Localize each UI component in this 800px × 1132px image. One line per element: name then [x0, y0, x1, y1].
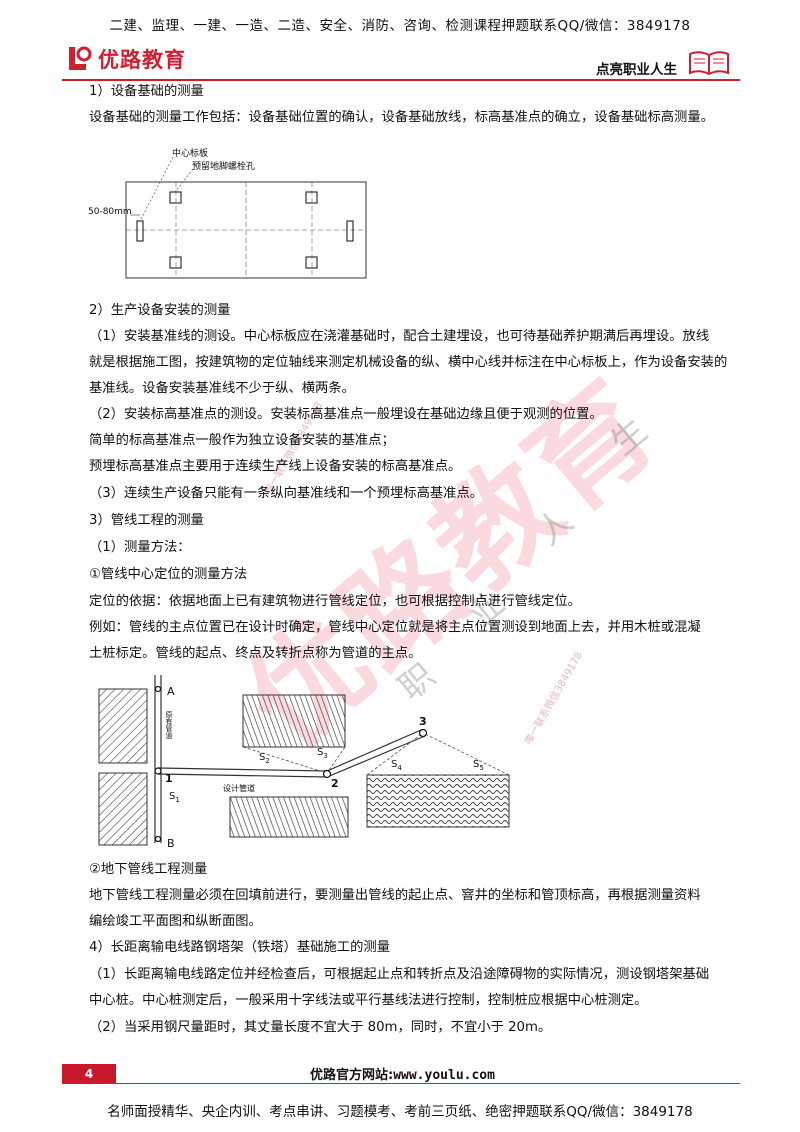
paragraph: 土桩标定。管线的起点、终点及转折点称为管道的主点。: [89, 646, 422, 661]
book-icon: [689, 51, 729, 76]
label-dimension: 50-80mm: [88, 207, 132, 217]
top-banner: 二建、监理、一建、一造、二造、安全、消防、咨询、检测课程押题联系QQ/微信：38…: [109, 18, 691, 34]
main-point: [322, 769, 332, 779]
page-number: 4: [62, 1064, 116, 1084]
building: [98, 772, 148, 846]
section-heading: 1）设备基础的测量: [89, 84, 204, 99]
bottom-banner: 名师面授精华、央企内训、考点串讲、习题模考、考前三页纸、绝密押题联系QQ/微信：…: [107, 1104, 693, 1120]
site-url-link[interactable]: www.youlu.com: [393, 1068, 495, 1083]
point-a-marker: [154, 685, 162, 693]
site-info: 优路官方网站:www.youlu.com: [310, 1064, 495, 1083]
paragraph: 例如：管线的主点位置已在设计时确定，管线中心定位就是将主点位置测设到地面上去，并…: [89, 620, 701, 635]
section-heading: 2）生产设备安装的测量: [89, 303, 231, 318]
logo-mark-icon: [69, 46, 92, 70]
paragraph: 中心桩。中心桩测定后，一般采用十字线法或平行基线法进行控制，控制桩应根据中心桩测…: [89, 993, 648, 1008]
logo-text: 优路教育: [98, 48, 186, 72]
paragraph: 基准线。设备安装基准线不少于纵、横两条。: [89, 381, 355, 396]
building: [366, 774, 510, 828]
paragraph: （1）长距离输电线路定位并经检查后，可根据起止点和转折点及沿途障碍物的实际情况，…: [89, 967, 710, 982]
main-point: [154, 767, 162, 775]
label-s1: S1: [169, 791, 180, 804]
logo: 优路教育: [64, 44, 186, 74]
label-b: B: [167, 837, 175, 850]
pipeline-diagram: A B 1 2 3 原有管道 设计管道 S1 S2 S3 S4 S5: [98, 675, 510, 850]
section-heading: ②地下管线工程测量: [89, 862, 208, 877]
paragraph: （1）测量方法：: [89, 540, 191, 555]
label-center-board: 中心标板: [172, 147, 208, 159]
paragraph: 简单的标高基准点一般作为独立设备安装的基准点；: [89, 433, 395, 448]
header-rule: [62, 79, 740, 81]
bolt-hole: [169, 191, 182, 204]
paragraph: （2）当采用钢尺量距时，其丈量长度不宜大于 80m，同时，不宜小于 20m。: [89, 1020, 552, 1035]
bolt-hole: [169, 256, 182, 269]
paragraph: ①管线中心定位的测量方法: [89, 567, 248, 582]
bolt-hole: [305, 191, 318, 204]
label-a: A: [167, 685, 175, 698]
paragraph: 定位的依据：依据地面上已有建筑物进行管线定位，也可根据控制点进行管线定位。: [89, 594, 581, 609]
main-point: [418, 728, 428, 738]
label-s4: S4: [391, 759, 402, 772]
footer-rule: [62, 1083, 740, 1084]
label-point-1: 1: [165, 772, 173, 785]
paragraph: （2）安装标高基准点的测设。安装标高基准点一般埋设在基础边缘且便于观测的位置。: [89, 407, 603, 422]
paragraph: 编绘竣工平面图和纵断面图。: [89, 914, 262, 929]
site-label: 优路官方网站:: [310, 1068, 394, 1083]
foundation-diagram: 中心标板 预留地脚螺栓孔 50-80mm: [88, 147, 367, 279]
center-board: [136, 220, 144, 242]
label-existing-pipe: 原有管道: [165, 711, 173, 740]
label-point-2: 2: [331, 777, 339, 790]
point-b-marker: [154, 835, 162, 843]
label-s5: S5: [473, 759, 484, 772]
paragraph: 地下管线工程测量必须在回填前进行，要测量出管线的起止点、窨井的坐标和管顶标高，再…: [89, 888, 701, 903]
slogan: 点亮职业人生: [596, 62, 677, 78]
paragraph: 就是根据施工图，按建筑物的定位轴线来测定机械设备的纵、横中心线并标注在中心标板上…: [89, 355, 728, 370]
building: [229, 796, 349, 838]
building: [98, 688, 148, 764]
bolt-hole: [305, 256, 318, 269]
paragraph: （3）连续生产设备只能有一条纵向基准线和一个预埋标高基准点。: [89, 486, 484, 501]
paragraph: 预埋标高基准点主要用于连续生产线上设备安装的标高基准点。: [89, 459, 462, 474]
section-heading: 3）管线工程的测量: [89, 513, 204, 528]
label-point-3: 3: [419, 715, 427, 728]
building: [242, 694, 346, 748]
paragraph: （1）安装基准线的测设。中心标板应在浇灌基础时，配合土建埋设，也可待基础养护期满…: [89, 329, 710, 344]
paragraph: 设备基础的测量工作包括：设备基础位置的确认，设备基础放线，标高基准点的确立，设备…: [89, 110, 714, 125]
center-board: [346, 220, 354, 242]
label-s3: S3: [317, 747, 328, 760]
label-bolt-hole: 预留地脚螺栓孔: [192, 160, 255, 172]
label-design-pipe: 设计管道: [223, 783, 255, 793]
section-heading: 4）长距离输电线路钢塔架（铁塔）基础施工的测量: [89, 940, 390, 955]
label-s2: S2: [259, 752, 270, 765]
